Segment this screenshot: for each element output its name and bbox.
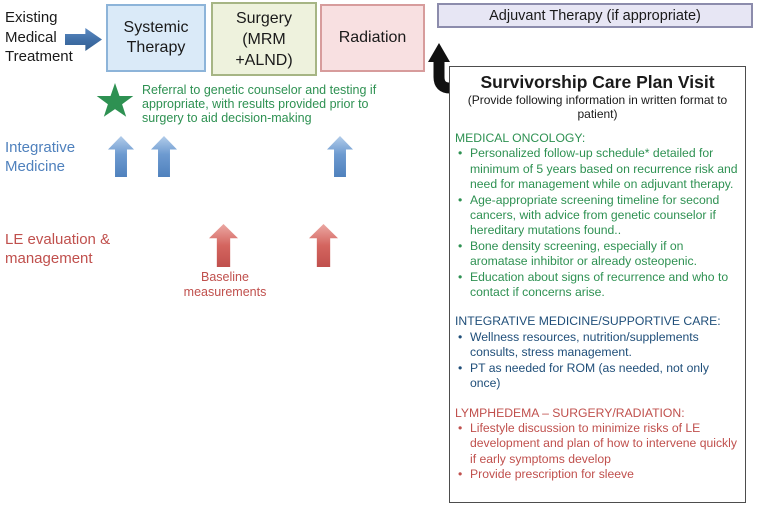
le-evaluation-label: LE evaluation & management [5,231,111,267]
bullet-dot: • [458,269,463,284]
care-plan-section: LYMPHEDEMA – SURGERY/RADIATION:•Lifestyl… [455,406,740,483]
section-heading: MEDICAL ONCOLOGY: [455,131,586,145]
bullet-dot: • [458,420,463,435]
radiation-box: Radiation [320,4,425,72]
bullet-dot: • [458,360,463,375]
bullet-text: Lifestyle discussion to minimize risks o… [470,420,737,466]
section-heading: INTEGRATIVE MEDICINE/SUPPORTIVE CARE: [455,314,721,329]
bullet-item: • PT as needed for ROM (as needed, not on… [455,361,740,392]
systemic-therapy-box: Systemic Therapy [106,4,206,72]
bullet-item: • Lifestyle discussion to minimize risks … [455,421,740,467]
bullet-item: • Age-appropriate screening timeline for … [455,193,740,239]
section-heading: LYMPHEDEMA – SURGERY/RADIATION: [455,405,685,420]
up-arrow-icon [209,224,238,267]
up-arrow-icon [151,136,177,177]
up-arrow-icon [327,136,353,177]
integrative-medicine-label: Integrative Medicine [5,139,76,175]
surgery-box: Surgery (MRM +ALND) [211,2,317,76]
genetic-referral-note: Referral to genetic counselor and testin… [142,83,377,125]
bullet-item: • Wellness resources, nutrition/supplemen… [455,330,740,361]
existing-medical-treatment-label: Existing Medical Treatment [5,9,73,65]
bullet-text: Age-appropriate screening timeline for s… [470,192,720,238]
star-icon [96,83,134,117]
bullet-text: Provide prescription for sleeve [470,467,634,482]
bullet-text: PT as needed for ROM (as needed, not onl… [470,360,709,391]
bullet-item: • Provide prescription for sleeve [455,467,740,482]
baseline-measurements-label: Baseline measurements [183,270,267,299]
bullet-item: • Education about signs of recurrence and… [455,270,740,301]
care-plan-sections: MEDICAL ONCOLOGY:•Personalized follow-up… [455,131,740,483]
bullet-text: Education about signs of recurrence and … [470,269,729,300]
bullet-item: • Personalized follow-up schedule* detail… [455,146,740,192]
bullet-text: Bone density screening, especially if on… [470,238,697,269]
care-plan-section: MEDICAL ONCOLOGY:•Personalized follow-up… [455,131,740,300]
bullet-dot: • [458,192,463,207]
bullet-text: Wellness resources, nutrition/supplement… [470,329,699,360]
care-plan-section: INTEGRATIVE MEDICINE/SUPPORTIVE CARE:•We… [455,314,740,391]
bullet-dot: • [458,146,463,161]
bullet-dot: • [458,467,463,482]
survivorship-care-plan-box: Survivorship Care Plan Visit (Provide fo… [449,66,746,503]
care-plan-subtitle: (Provide following information in writte… [467,93,728,121]
care-plan-title: Survivorship Care Plan Visit [480,72,715,92]
bullet-dot: • [458,329,463,344]
adjuvant-therapy-box: Adjuvant Therapy (if appropriate) [437,3,753,28]
bullet-dot: • [458,238,463,253]
up-arrow-icon [309,224,338,267]
bullet-text: Personalized follow-up schedule* detaile… [470,146,738,192]
bullet-item: • Bone density screening, especially if o… [455,239,740,270]
